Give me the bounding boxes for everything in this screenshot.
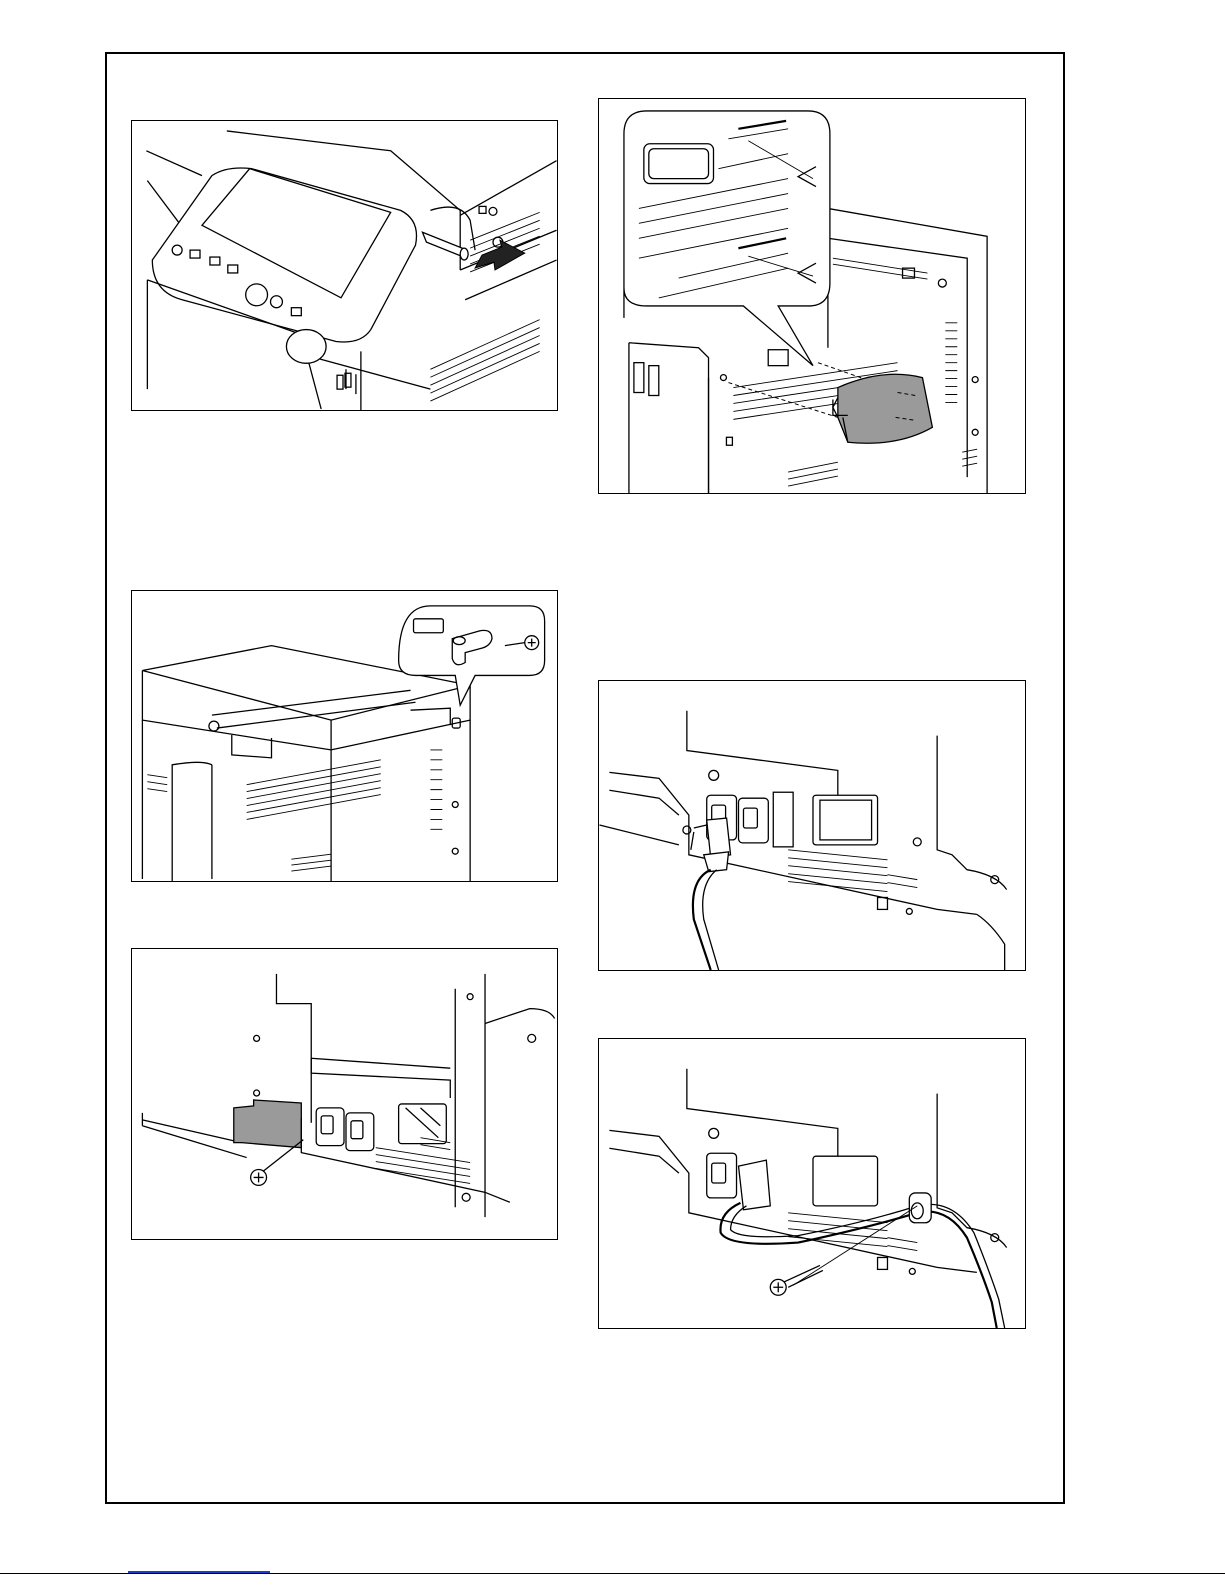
rear-cover-attach-illustration xyxy=(599,99,1025,493)
figure-power-cord-plug xyxy=(598,680,1026,971)
control-panel-pin-illustration xyxy=(132,121,557,410)
rear-cover-screw-removal-illustration xyxy=(132,949,557,1239)
figure-rear-cover-attach xyxy=(598,98,1026,494)
figure-top-clamp xyxy=(131,590,558,882)
figure-control-panel-pin xyxy=(131,120,558,411)
footer-rule xyxy=(0,1573,1225,1574)
power-cord-plug-illustration xyxy=(599,681,1025,970)
figure-power-cord-clamp xyxy=(598,1038,1026,1329)
top-cover-clamp-screw-illustration xyxy=(132,591,557,881)
footer-link-underline[interactable] xyxy=(128,1571,270,1573)
power-cord-clamp-screw-illustration xyxy=(599,1039,1025,1328)
figure-rear-cover-removal xyxy=(131,948,558,1240)
